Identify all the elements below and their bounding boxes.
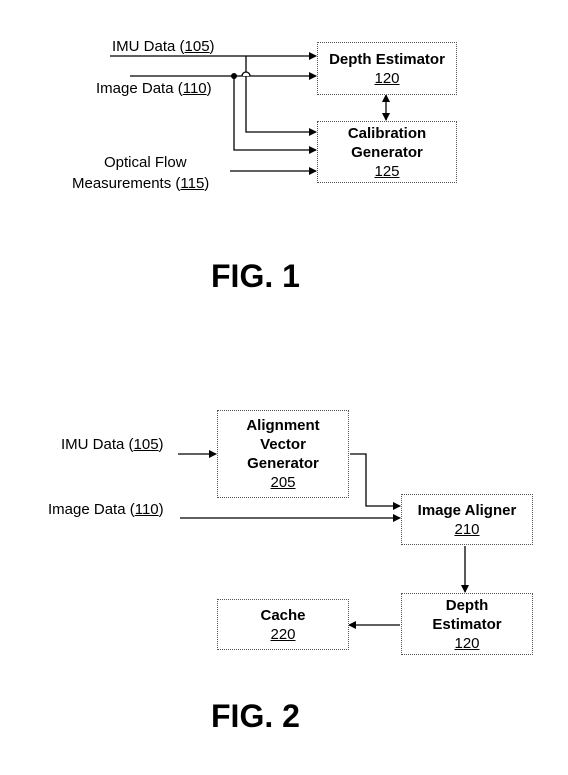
box-ref-number: 120 [454,634,480,652]
box-ref-number: 120 [374,69,400,87]
fig2-avg-to-aligner-arrow [350,453,401,510]
fig1-imu-data-label: IMU Data (105) [112,38,215,55]
alignment-vector-generator-box: Alignment Vector Generator 205 [217,410,349,498]
fig1-measurements-label: Measurements (115) [72,175,210,192]
box-title: Depth Estimator [432,596,502,633]
box-title: Cache [260,606,306,624]
box-title: Depth Estimator [329,50,445,68]
fig1-optical-flow-label: Optical Flow [104,154,187,171]
box-ref-number: 125 [374,162,400,180]
crossover-hop [241,71,251,77]
cache-box: Cache 220 [217,599,349,650]
image-to-calibration-arrow [233,76,317,154]
box-title: Image Aligner [417,501,517,519]
box-ref-number: 220 [270,625,296,643]
fig2-depth-estimator-box: Depth Estimator 120 [401,593,533,655]
depth-estimator-box: Depth Estimator 120 [317,42,457,95]
fig2-imu-data-label: IMU Data (105) [61,436,164,453]
fig2-image-data-label: Image Data (110) [48,501,164,518]
fig2-caption: FIG. 2 [211,698,300,734]
imu-to-calibration-arrow [245,56,317,136]
junction-dot [231,73,237,79]
box-ref-number: 205 [270,474,296,491]
calibration-generator-box: Calibration Generator 125 [317,121,457,183]
box-title: Alignment Vector Generator [246,417,320,472]
box-ref-number: 210 [454,520,480,538]
fig1-caption: FIG. 1 [211,258,300,294]
box-title: Calibration Generator [347,124,427,161]
image-aligner-box: Image Aligner 210 [401,494,533,545]
fig1-image-data-label: Image Data (110) [96,80,212,97]
